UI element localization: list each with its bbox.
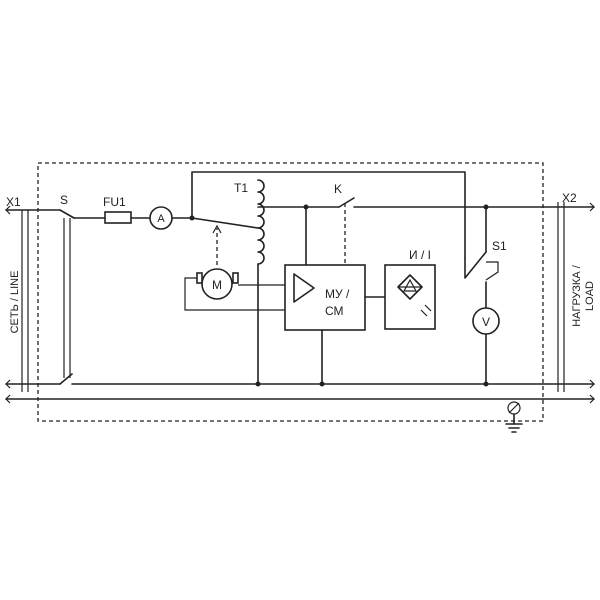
fuse-label: FU1 xyxy=(103,195,126,209)
switch-s1-label: S1 xyxy=(492,239,507,253)
fuse-fu1 xyxy=(104,211,132,224)
switch-s-label: S xyxy=(60,193,68,207)
motor-label: M xyxy=(212,278,222,292)
terminal-x2 xyxy=(485,202,595,404)
contactor-label: K xyxy=(334,182,342,196)
transformer-label: T1 xyxy=(234,181,248,195)
switch-s xyxy=(59,209,75,385)
load-label-1: НАГРУЗКА / xyxy=(571,264,583,327)
voltmeter-label: V xyxy=(482,315,490,329)
switch-s1 xyxy=(464,251,499,281)
ground-icon xyxy=(505,401,523,433)
enclosure-border xyxy=(37,162,544,422)
indicator-label: И / I xyxy=(409,248,431,262)
transformer-t1 xyxy=(257,179,265,385)
ammeter-label: A xyxy=(157,213,165,225)
terminal-x1 xyxy=(5,205,544,404)
led-icon xyxy=(397,274,432,317)
contactor-k xyxy=(338,197,487,265)
line-label: СЕТЬ / LINE xyxy=(9,271,21,334)
amplifier-label-2: СМ xyxy=(325,304,344,318)
x2-label: X2 xyxy=(562,191,577,205)
load-label-2: LOAD xyxy=(584,281,596,311)
motor xyxy=(201,268,233,300)
amplifier-label-1: МУ / xyxy=(325,287,350,301)
x1-label: X1 xyxy=(6,195,21,209)
